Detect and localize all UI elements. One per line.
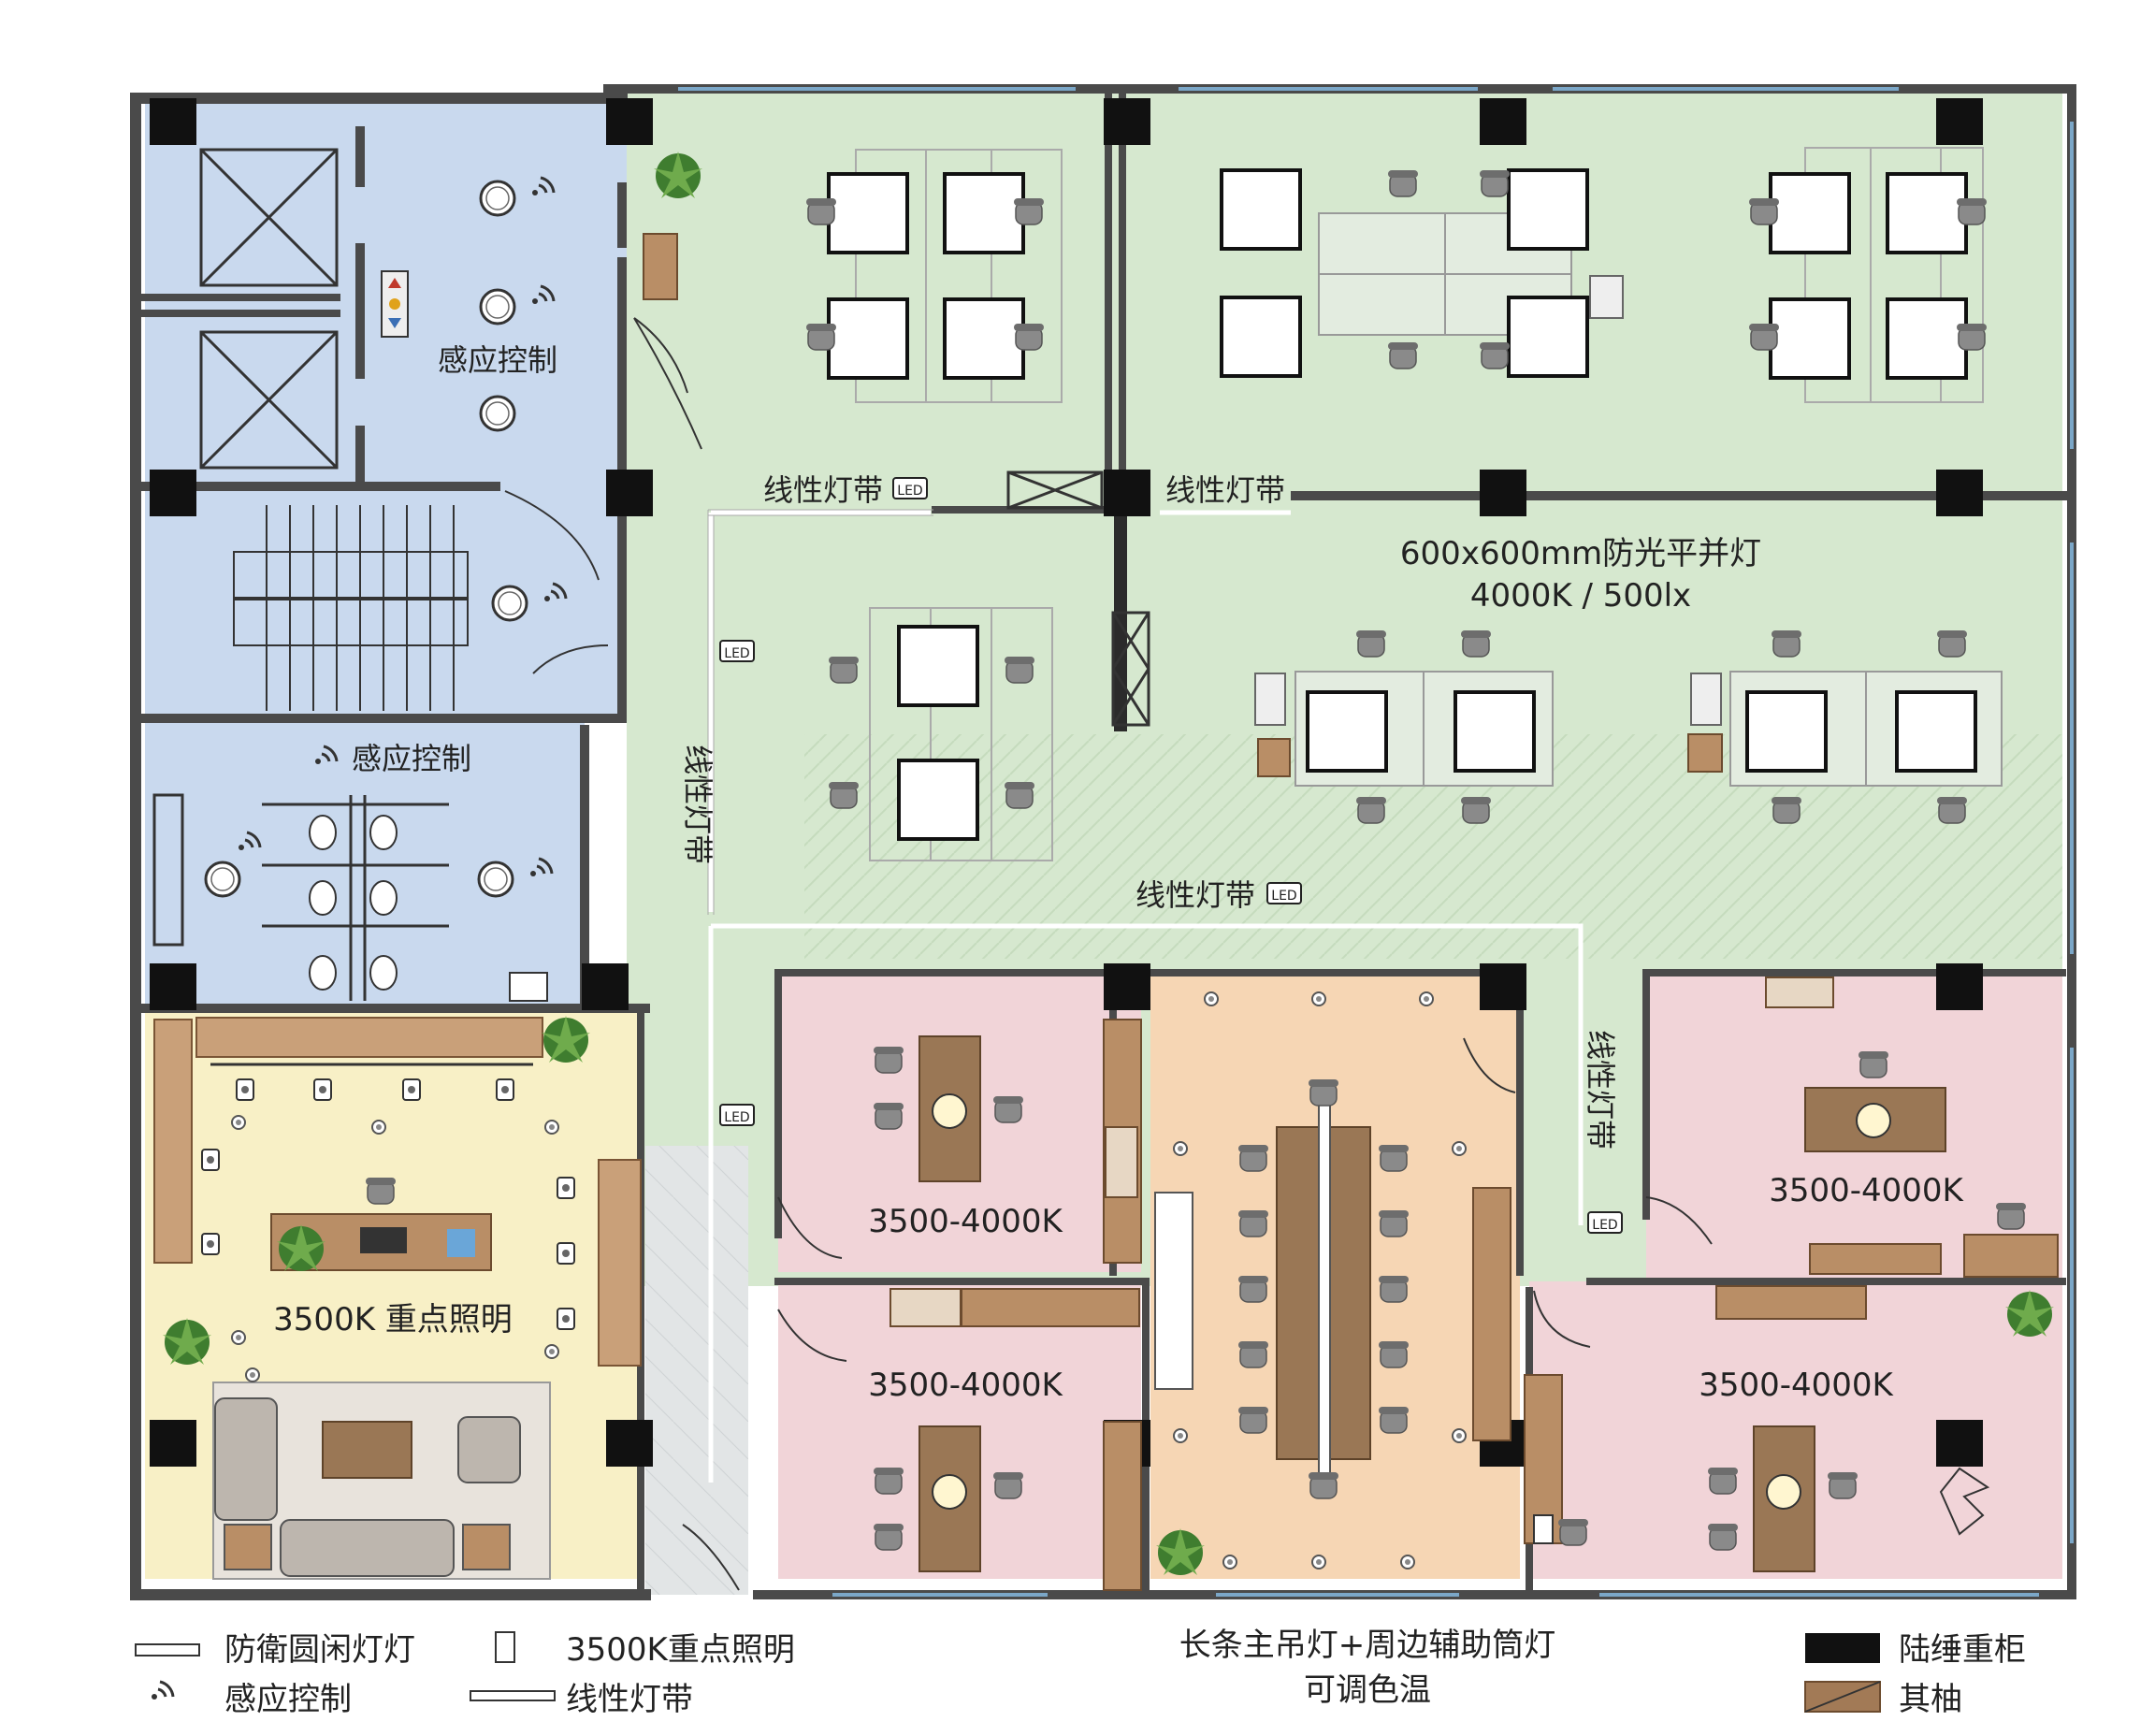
office-d-furniture [1524, 1285, 2054, 1572]
workstations-mid-left [828, 607, 1053, 861]
led-badge-4: LED [1592, 1218, 1617, 1233]
led-strips [708, 510, 1584, 1483]
led-strip-label-right: 线性灯带 [1583, 1030, 1618, 1150]
workstations-mid-right [1687, 629, 2003, 824]
led-badge-2: LED [724, 646, 749, 661]
office-d-label: 3500-4000K [1699, 1367, 1894, 1404]
office-c-label: 3500-4000K [1769, 1172, 1964, 1209]
led-strip-label-upper-left: 线性灯带 [763, 472, 883, 508]
led-strip-label-vertical: 线性灯带 [680, 745, 716, 864]
legend-column: 陆缍重柜 [1899, 1631, 2026, 1669]
workstations-top-left [643, 149, 1063, 403]
legend-accent-light: 3500K重点照明 [566, 1631, 795, 1669]
workstations-top-mid [1220, 168, 1624, 378]
lobby-doors [504, 317, 702, 674]
led-strip-label-upper-right: 线性灯带 [1165, 472, 1285, 508]
sensor-label-lobby: 感应控制 [438, 342, 557, 378]
panel-light-spec: 600x600mm防光平并灯 [1400, 535, 1761, 572]
doors [682, 1037, 1713, 1591]
elevators [199, 148, 339, 470]
office-a-label: 3500-4000K [868, 1203, 1063, 1240]
workstations-top-right [1748, 147, 1988, 403]
legend-led-swatch [470, 1690, 556, 1701]
led-badge-3: LED [1271, 889, 1296, 904]
legend-sensor: 感应控制 [224, 1681, 352, 1718]
meeting-room-furniture [1154, 991, 1511, 1575]
office-a-furniture [873, 1019, 1142, 1264]
office-c-furniture [1765, 976, 2059, 1278]
workstations-mid [1254, 629, 1554, 824]
sensor-label-restroom: 感应控制 [352, 741, 471, 776]
panel-light-temp: 4000K / 500lx [1470, 577, 1691, 615]
legend-round-light: 防衛圆闲灯灯 [224, 1631, 415, 1669]
legend-round-light-swatch [135, 1643, 200, 1656]
elevator-lobby [145, 101, 635, 718]
shaft [1006, 470, 1150, 727]
led-badge-5: LED [724, 1110, 749, 1125]
legend-accent-swatch [495, 1631, 515, 1663]
legend: 防衛圆闲灯灯 3500K重点照明 感应控制 线性灯带 长条主吊灯+周边辅助筒灯 … [135, 1627, 2026, 1718]
reception-lighting-label: 3500K 重点照明 [273, 1301, 513, 1338]
restroom-fixtures: 感应控制 [152, 741, 554, 1002]
entry-tile-path [645, 1146, 748, 1595]
led-strip-label-mid: 线性灯带 [1135, 877, 1255, 913]
windows [678, 87, 2074, 1597]
reception-furniture [153, 1016, 642, 1580]
legend-center-line1: 长条主吊灯+周边辅助筒灯 [1179, 1627, 1556, 1664]
elevator-call-panel [381, 270, 409, 338]
legend-other: 其柚 [1899, 1681, 1962, 1718]
office-b-furniture [873, 1288, 1142, 1591]
led-badge-1: LED [897, 484, 922, 499]
led-strip-outlines [707, 509, 933, 915]
legend-led-strip: 线性灯带 [566, 1681, 693, 1718]
office-b-label: 3500-4000K [868, 1367, 1063, 1404]
columns [150, 98, 1983, 1467]
stairs [233, 505, 469, 711]
legend-center-line2: 可调色温 [1304, 1671, 1431, 1709]
legend-column-swatch [1805, 1633, 1880, 1663]
